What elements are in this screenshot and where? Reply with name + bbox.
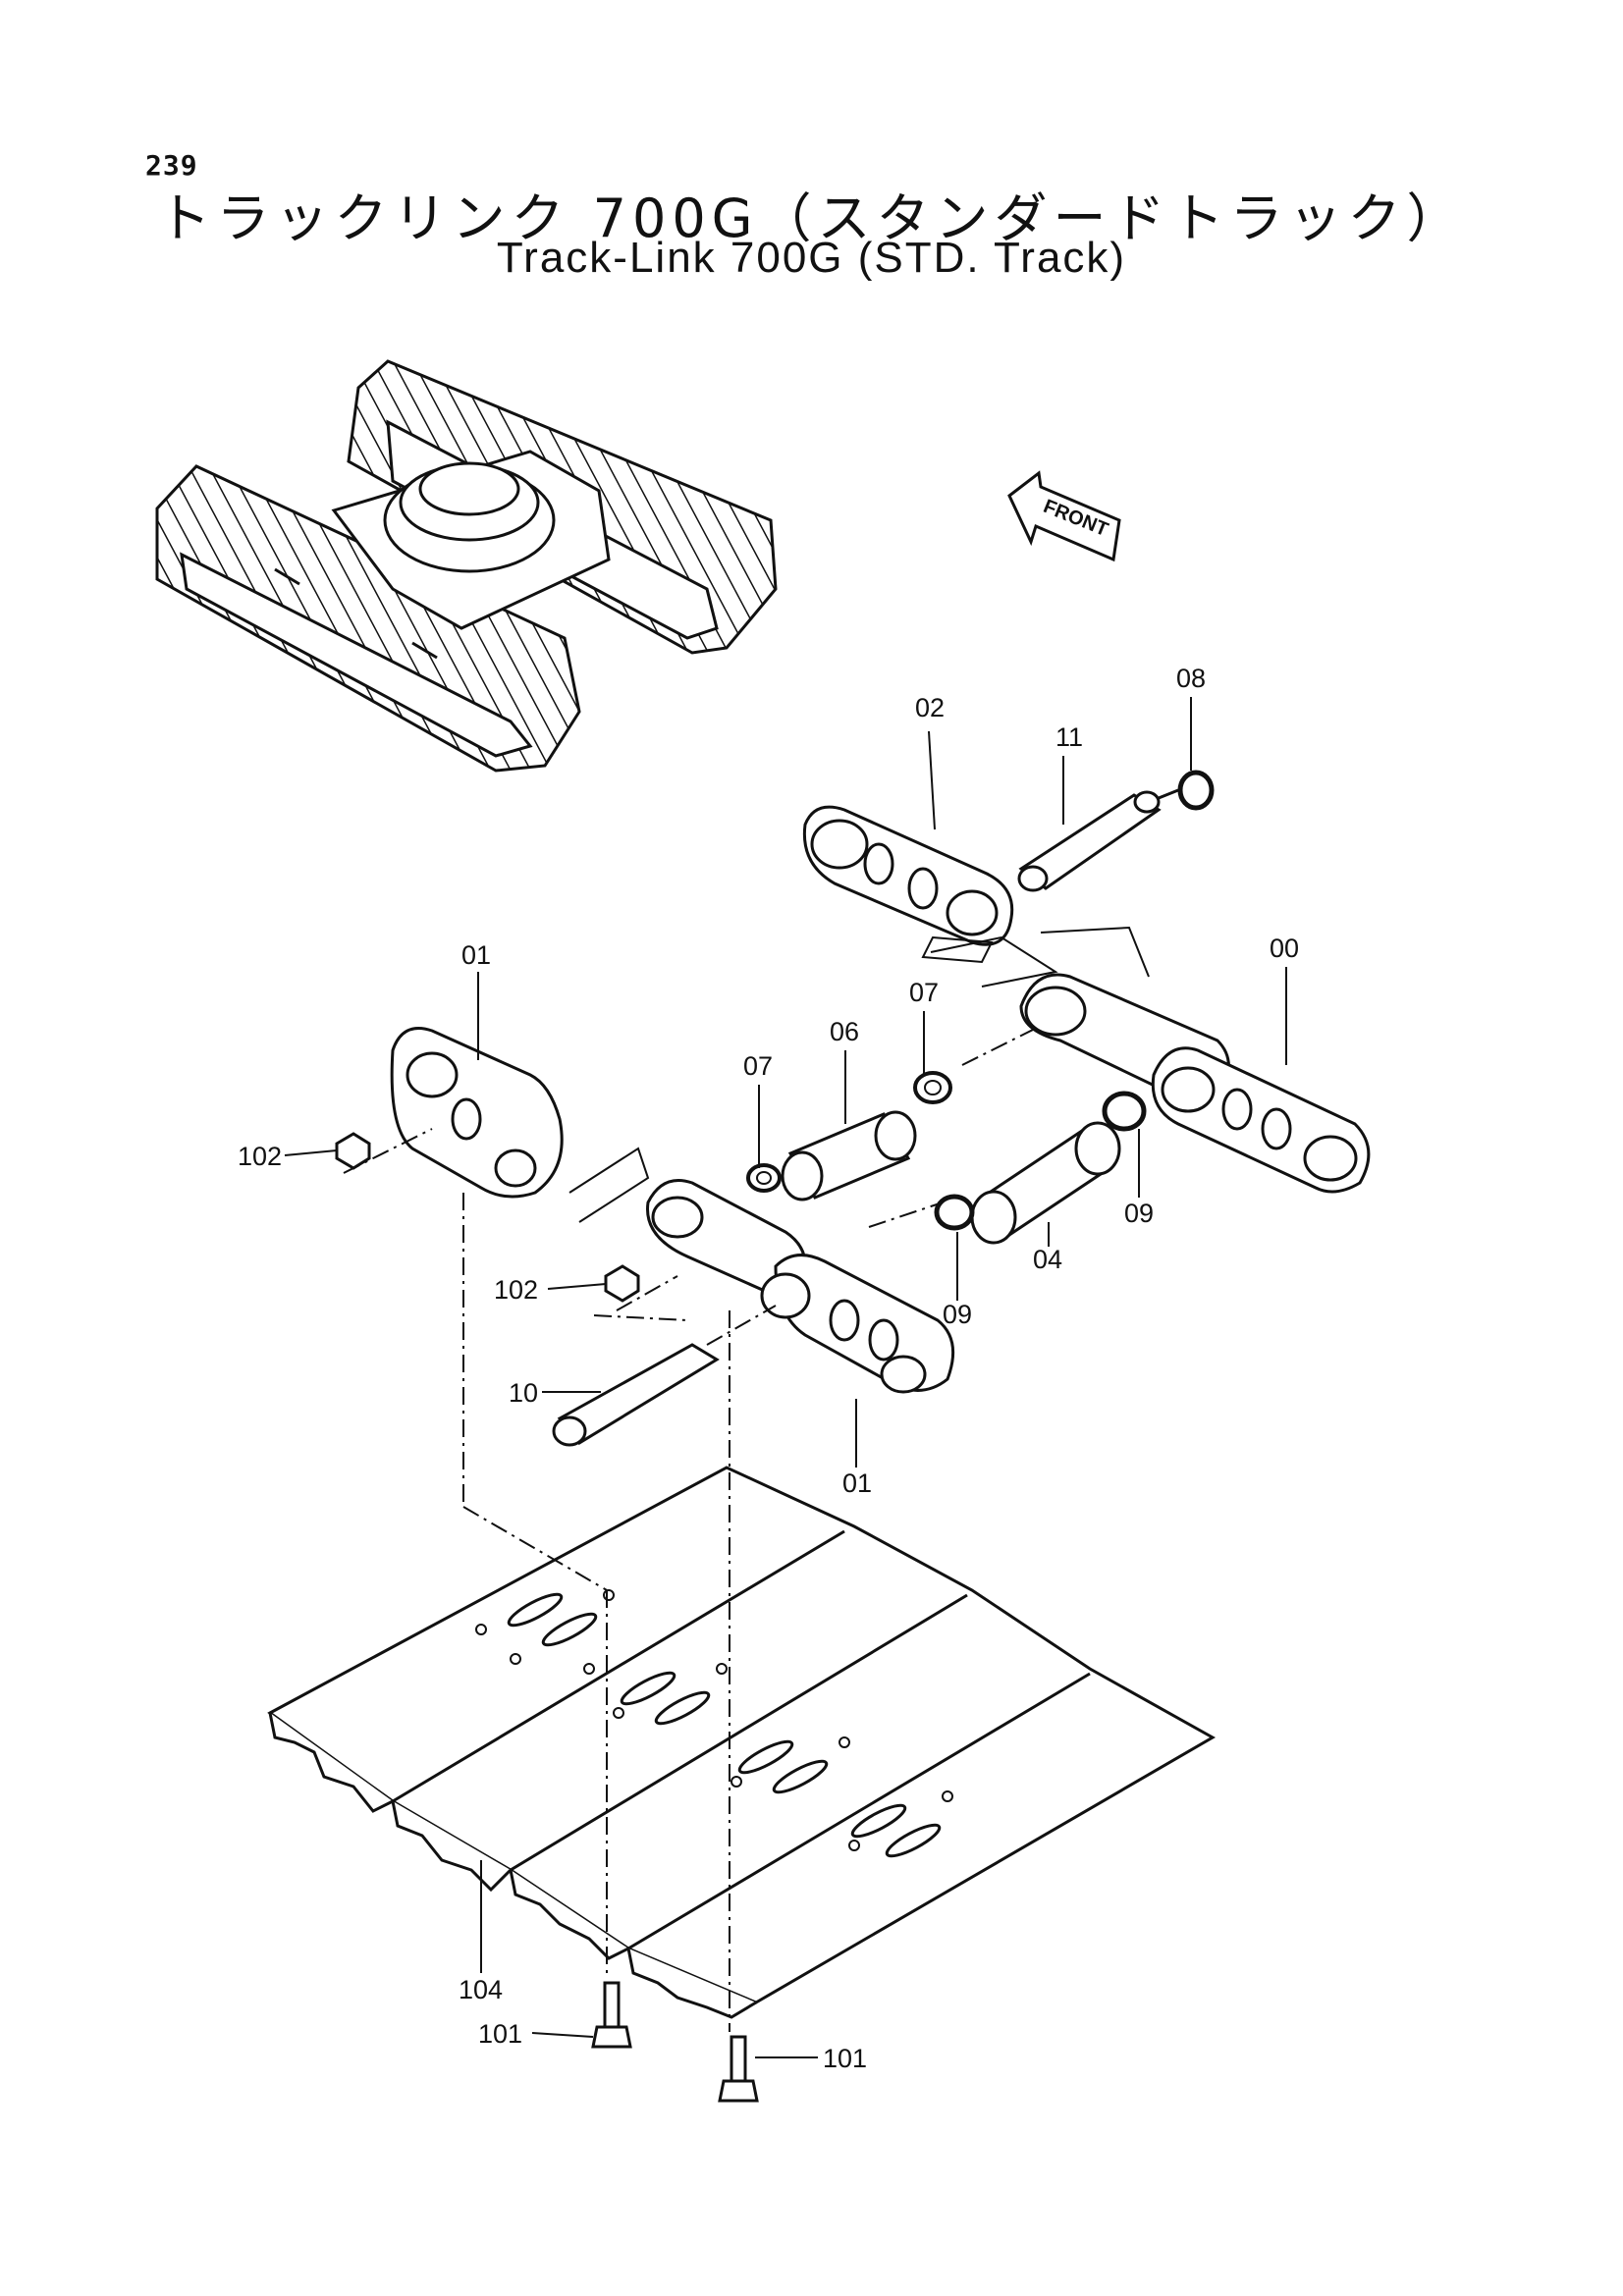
pin-10 [552, 1343, 720, 1447]
callout-07-left: 07 [743, 1051, 773, 1081]
callout-09-right: 09 [1124, 1199, 1154, 1228]
page-title-japanese: トラックリンク 700G（スタンダードトラック） [157, 187, 1466, 249]
front-direction-arrow: FRONT [1007, 470, 1121, 562]
track-link-02 [802, 805, 1014, 964]
bolt-101-right [718, 2035, 759, 2103]
seal-09-left [934, 1194, 975, 1231]
pin-11 [1017, 788, 1179, 892]
seal-09-right [1102, 1091, 1147, 1132]
page-number: 239 [145, 149, 198, 182]
callout-labels: 02 11 08 00 01 06 07 07 09 04 09 102 102… [238, 664, 1299, 2073]
snap-ring-08 [1177, 770, 1215, 811]
page-title-english: Track-Link 700G (STD. Track) [496, 234, 1127, 282]
callout-01-bottom: 01 [842, 1468, 872, 1498]
callout-101-left: 101 [478, 2019, 522, 2049]
callout-06: 06 [830, 1017, 859, 1046]
undercarriage-overview [155, 359, 778, 773]
track-link-01-center [646, 1179, 955, 1394]
callout-01-top: 01 [461, 940, 491, 970]
track-link-01-left [390, 1027, 564, 1199]
connector-outlines [568, 926, 1150, 1223]
callout-08: 08 [1176, 664, 1206, 693]
seal-07-right [913, 1071, 952, 1104]
callout-102-upper: 102 [238, 1142, 282, 1171]
leader-lines [284, 697, 1287, 2058]
callout-04: 04 [1033, 1245, 1062, 1274]
callout-101-right: 101 [823, 2044, 867, 2073]
callout-10: 10 [509, 1378, 538, 1408]
callout-00: 00 [1270, 934, 1299, 963]
callout-02: 02 [915, 693, 945, 722]
callout-102-lower: 102 [494, 1275, 538, 1305]
callout-07-right: 07 [909, 978, 939, 1007]
callout-09-left: 09 [943, 1300, 972, 1329]
bushing-04 [970, 1121, 1121, 1245]
nut-102-lower [604, 1264, 640, 1303]
assembly-center-lines [343, 1025, 1042, 2032]
bushing-06 [781, 1110, 917, 1201]
callout-11: 11 [1055, 722, 1083, 752]
bolt-101-left [591, 1981, 632, 2049]
callout-104: 104 [459, 1975, 503, 2004]
track-shoes-104 [267, 1466, 1217, 2019]
nut-102-upper [335, 1132, 371, 1170]
seal-07-left [746, 1163, 782, 1193]
